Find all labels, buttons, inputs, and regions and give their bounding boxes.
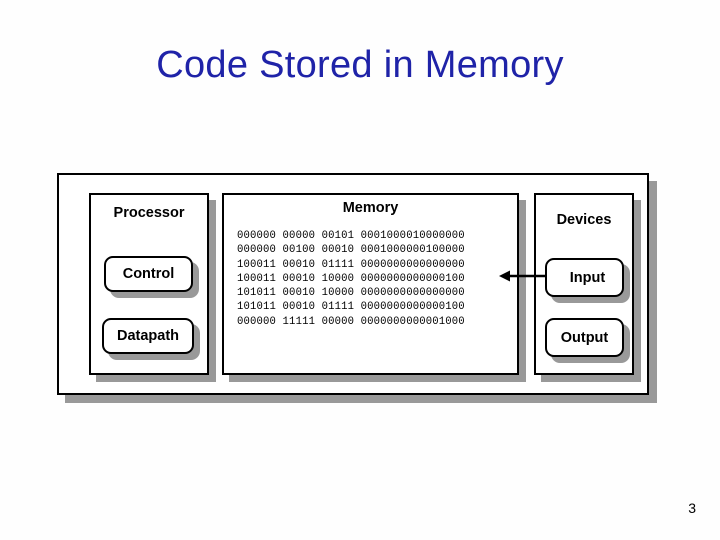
datapath-label: Datapath	[116, 328, 180, 344]
control-label: Control	[122, 266, 175, 282]
devices-label: Devices	[556, 212, 612, 228]
processor-label: Processor	[113, 205, 185, 221]
memory-label: Memory	[342, 200, 399, 216]
output-box: Output	[545, 318, 624, 357]
input-label: Input	[569, 269, 606, 286]
datapath-box: Datapath	[102, 318, 194, 354]
memory-machine-code: 000000 00000 00101 0001000010000000 0000…	[237, 230, 465, 328]
control-box: Control	[104, 256, 193, 292]
output-label: Output	[560, 329, 609, 346]
page-number: 3	[688, 500, 696, 516]
memory-box	[222, 193, 519, 375]
input-to-memory-arrow-icon	[499, 270, 547, 282]
input-box: Input	[545, 258, 624, 297]
page-title: Code Stored in Memory	[156, 44, 564, 86]
